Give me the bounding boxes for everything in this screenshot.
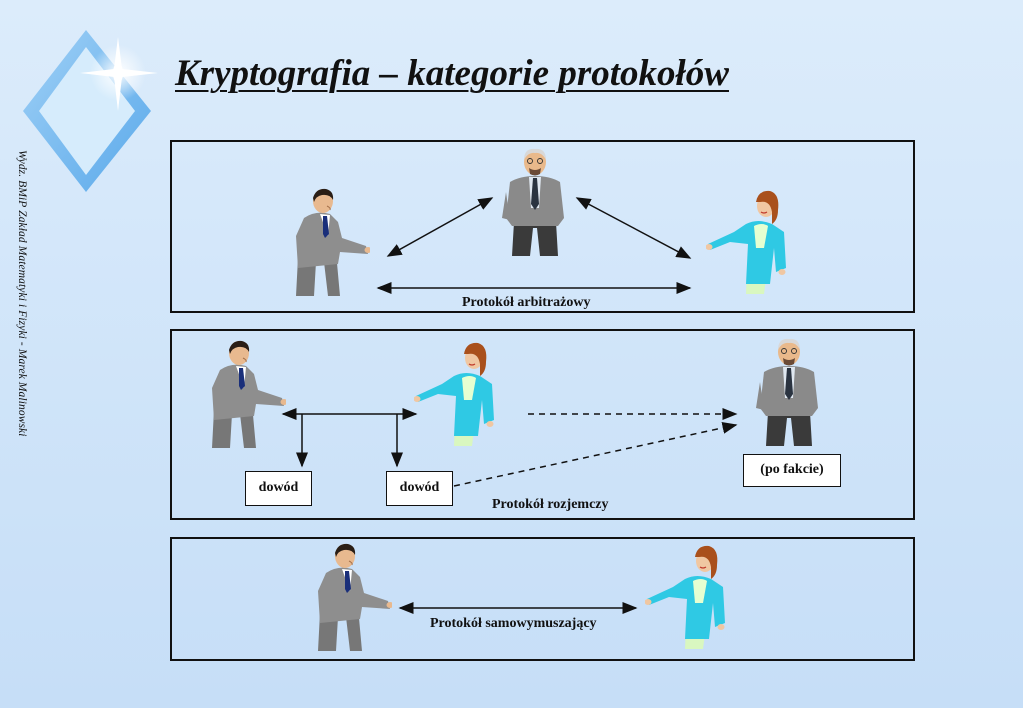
businesswoman-figure-icon — [706, 188, 806, 298]
businessman-figure-icon — [206, 340, 286, 450]
page-title: Kryptografia – kategorie protokołów — [175, 53, 729, 94]
elderly-arbiter-figure-icon — [500, 148, 570, 258]
diamond-sparkle-logo-icon — [23, 30, 158, 192]
proof-box-1: dowód — [245, 471, 312, 506]
after-fact-box: (po fakcie) — [743, 454, 841, 487]
businesswoman-figure-icon — [414, 340, 514, 450]
businessman-figure-icon — [312, 543, 392, 653]
arrow-arbiter-bob — [575, 197, 692, 259]
label-arbitration: Protokół arbitrażowy — [462, 295, 591, 310]
dashed-arrow-proof-arbiter — [453, 421, 738, 487]
label-adjudication: Protokół rozjemczy — [492, 497, 609, 512]
businesswoman-figure-icon — [645, 543, 745, 653]
sidebar-author-text: Wydz. BMiP Zakład Matematyki i Fizyki - … — [16, 150, 28, 437]
elderly-arbiter-figure-icon — [754, 338, 824, 448]
label-self-enforcing: Protokół samowymuszający — [430, 616, 597, 631]
proof-box-2: dowód — [386, 471, 453, 506]
businessman-figure-icon — [290, 188, 370, 298]
panel-self-enforcing — [170, 537, 915, 661]
panel-arbitration — [170, 140, 915, 313]
arrow-alice-arbiter — [386, 197, 494, 257]
panel-adjudication — [170, 329, 915, 520]
